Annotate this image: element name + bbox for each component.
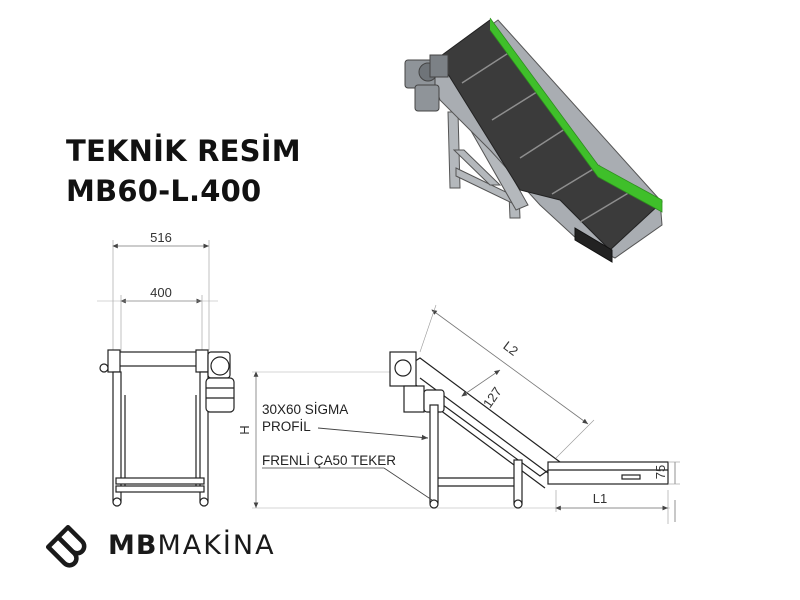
brand-logo-mb: MB: [108, 530, 158, 561]
annotation-profile-line2: PROFİL: [262, 419, 311, 434]
dim-width-inner: 400: [150, 285, 172, 300]
side-view: [252, 304, 680, 524]
iso-end-cap: [574, 227, 613, 263]
brand-logo-icon: [45, 524, 87, 568]
dim-flat-height: 75: [653, 465, 668, 479]
dim-width-outer: 516: [150, 230, 172, 245]
isometric-view: [404, 17, 663, 263]
iso-motor: [404, 54, 449, 112]
front-view: [97, 240, 235, 507]
model-code: MB60-L.400: [66, 174, 262, 208]
dim-incline-length: L2: [500, 338, 521, 359]
iso-belt: [437, 19, 663, 251]
dim-flat-length: L1: [593, 491, 607, 506]
iso-green-edge: [489, 17, 663, 213]
iso-belt-cleats: [461, 51, 631, 223]
annotation-profile-line1: 30X60 SİGMA: [262, 402, 348, 417]
dim-height: H: [237, 425, 252, 434]
brand-logo-makina: MAKİNA: [157, 530, 276, 561]
brand-logo: MBMAKİNA: [108, 530, 276, 561]
drawing-title: TEKNİK RESİM: [66, 134, 301, 168]
annotation-wheel: FRENLİ ÇA50 TEKER: [262, 453, 396, 468]
